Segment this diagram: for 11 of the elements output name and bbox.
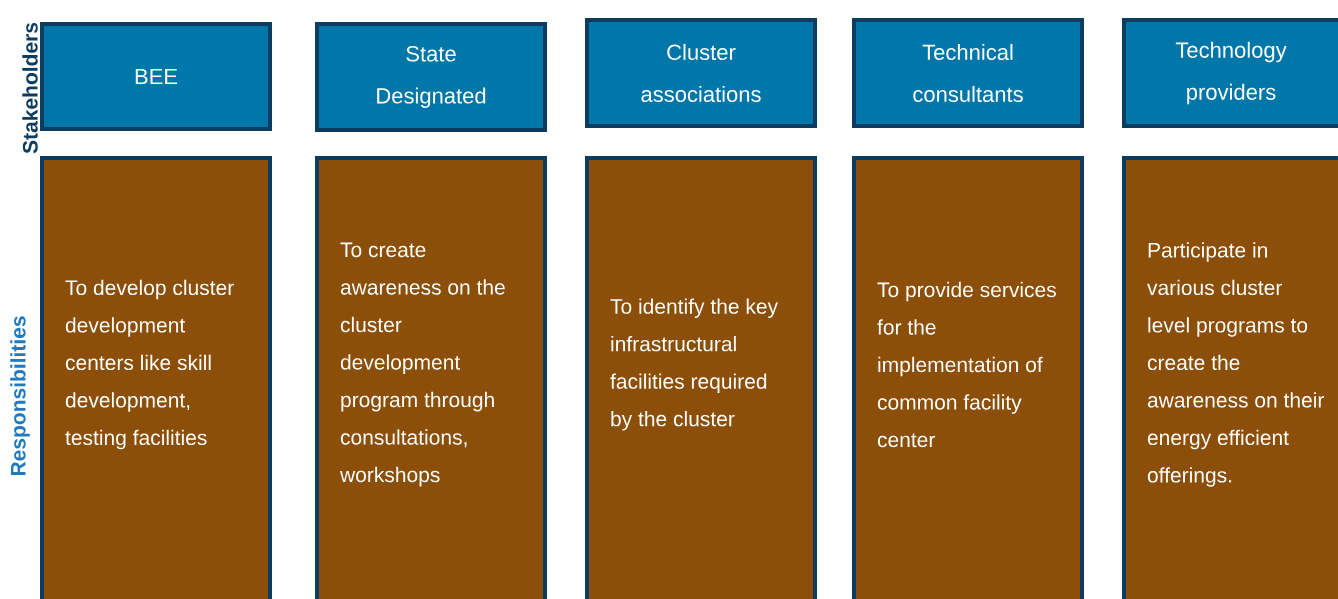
side-label: Stakeholders [22,22,38,154]
stakeholder-box: Technical consultants [852,18,1084,128]
responsibility-box: To provide services for the implementation of common facility center [852,156,1084,599]
responsibility-box: To develop cluster development centers like skill development, testing facilities [40,156,272,599]
responsibility-box: To create awareness on the cluster development program through consultations, workshops [315,156,547,599]
responsibility-box: To identify the key infrastructural facilities required by the cluster [585,156,817,599]
responsibility-box: Participate in various cluster level programs to create the awareness on their energy efficient offerings. [1122,156,1338,599]
stakeholder-box: State Designated [315,22,547,132]
stakeholder-box: Technology providers [1122,18,1338,128]
stakeholder-box: BEE [40,22,272,131]
stakeholder-box: Cluster associations [585,18,817,128]
